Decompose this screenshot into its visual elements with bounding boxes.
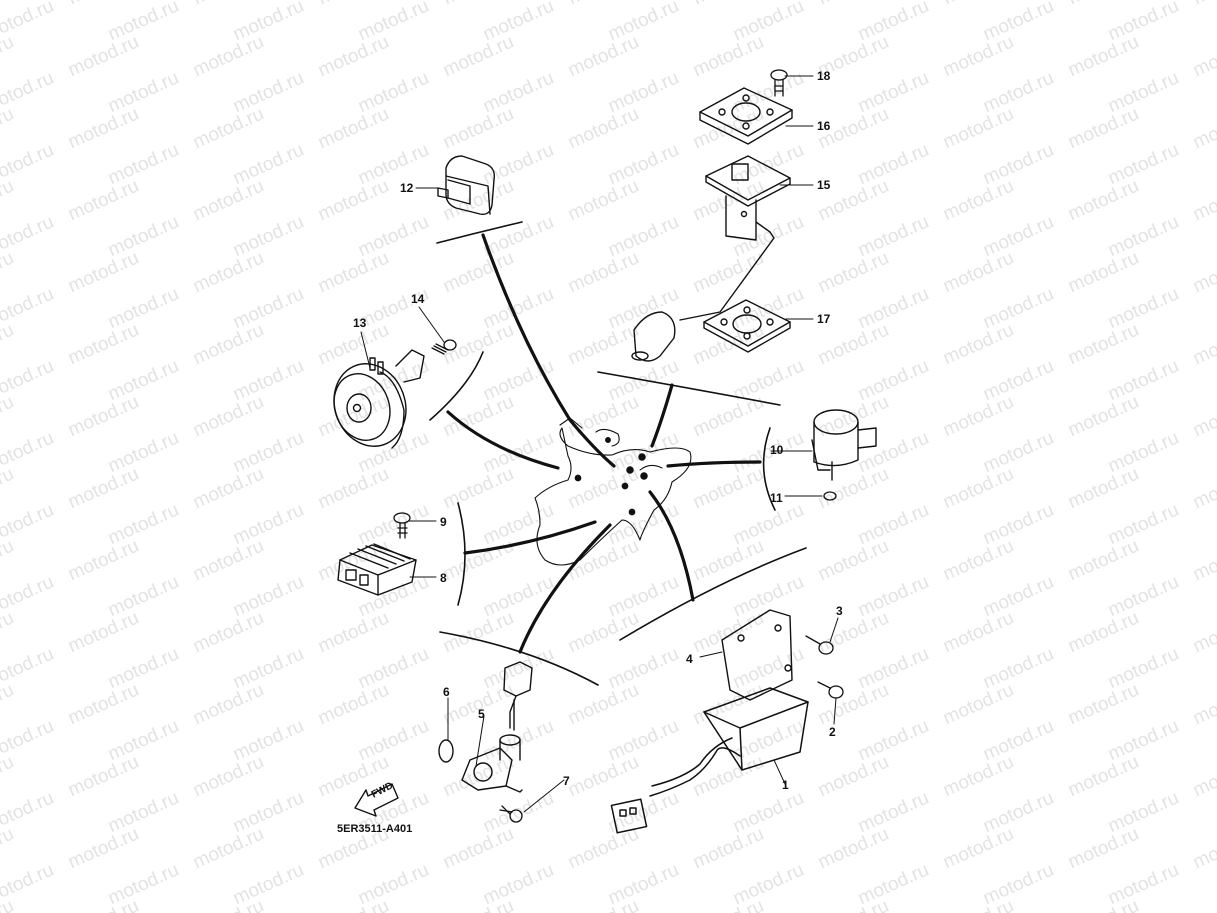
callout-11: 11	[770, 491, 783, 505]
rectifier-8	[337, 543, 417, 596]
relay-12	[437, 155, 496, 215]
bolt-14	[431, 339, 457, 355]
fuel-sender-15	[631, 155, 791, 362]
screw-9	[393, 512, 411, 539]
callout-5: 5	[478, 707, 485, 721]
gasket-17	[703, 299, 791, 353]
callout-9: 9	[440, 515, 447, 529]
bracket-10	[762, 427, 776, 511]
callout-15: 15	[817, 178, 831, 192]
callout-3: 3	[836, 604, 843, 618]
callout-1: 1	[782, 778, 789, 792]
callout-6: 6	[443, 685, 450, 699]
wire-5	[518, 523, 612, 654]
callout-7: 7	[563, 774, 570, 788]
bracket-15	[597, 371, 781, 406]
fwd-arrow	[354, 783, 399, 817]
bracket-5	[439, 631, 599, 686]
scooter-silhouette	[534, 417, 692, 566]
callout-14: 14	[411, 292, 425, 306]
wire-8	[463, 520, 597, 555]
callout-12: 12	[400, 181, 414, 195]
bracket-4	[721, 609, 793, 701]
bolt-18	[770, 69, 788, 97]
wire-12	[481, 233, 616, 468]
bolt-2	[817, 681, 844, 699]
bracket-12	[436, 221, 523, 244]
washer-11	[823, 491, 837, 501]
bolt-3	[805, 635, 834, 655]
callout-10: 10	[770, 443, 784, 457]
wire-13	[446, 410, 560, 470]
callout-8: 8	[440, 571, 447, 585]
bracket-1	[619, 547, 807, 641]
callout-16: 16	[817, 119, 831, 133]
sensor-5	[461, 661, 533, 793]
wire-1	[648, 490, 695, 602]
callout-17: 17	[817, 312, 831, 326]
wire-15	[650, 383, 674, 448]
plate-16	[699, 87, 793, 145]
cdi-unit-1	[610, 687, 809, 834]
wire-10	[666, 460, 762, 468]
oring-6	[438, 739, 454, 763]
callout-4: 4	[686, 652, 693, 666]
diagram-code: 5ER3511-A401	[337, 823, 413, 835]
screw-7	[499, 805, 523, 823]
horn-13	[333, 349, 425, 449]
callout-18: 18	[817, 69, 831, 83]
coil-10	[811, 409, 877, 481]
bracket-13	[429, 351, 484, 421]
callout-13: 13	[353, 316, 367, 330]
callout-2: 2	[829, 725, 836, 739]
